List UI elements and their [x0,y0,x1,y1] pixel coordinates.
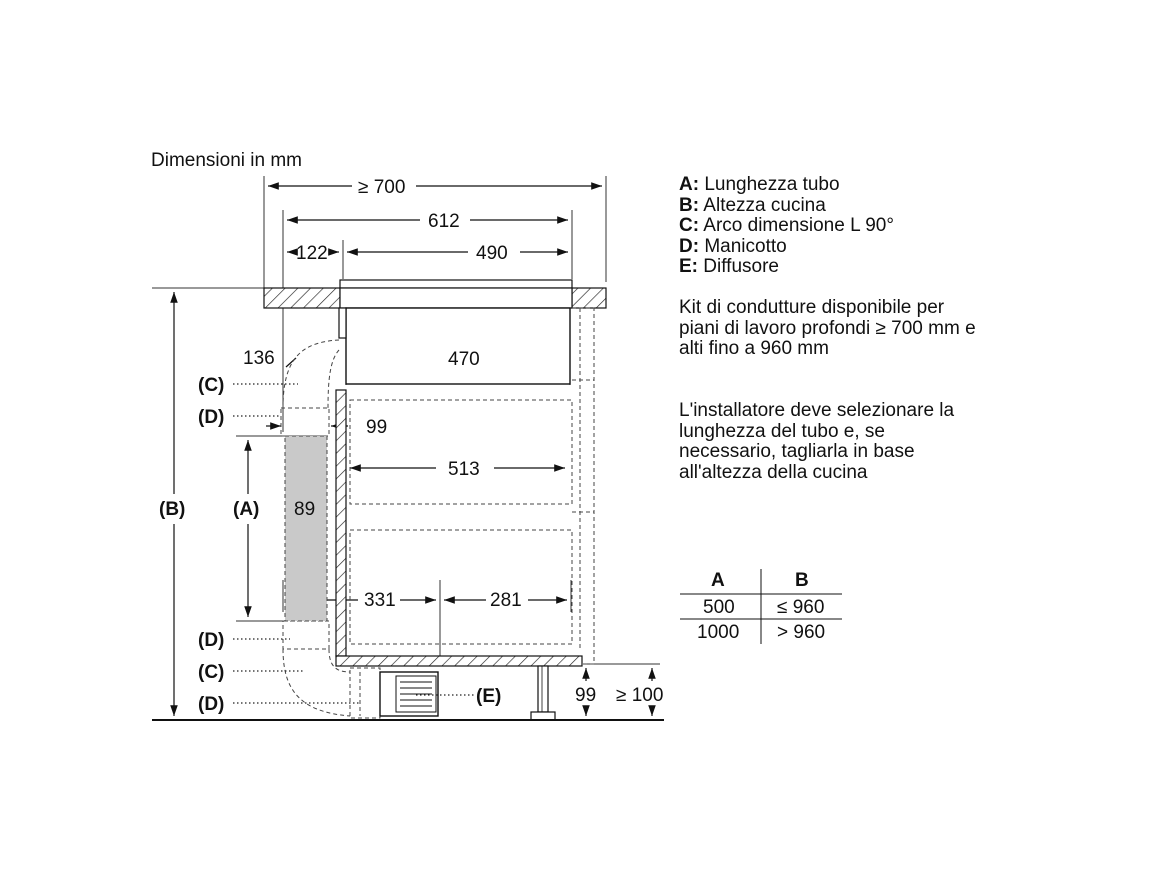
worktop-right [571,287,607,309]
legend-item-a: A: Lunghezza tubo [679,174,840,195]
label-d-lower: (D) [198,694,224,715]
table-cell-a1: 500 [703,597,735,618]
extension-lines [152,176,660,665]
dim-89: 89 [294,499,315,520]
dim-136: 136 [243,348,275,369]
dim-99-plinth: 99 [575,685,596,706]
dim-470: 470 [448,349,480,370]
table-cell-b2: > 960 [777,622,825,643]
dim-99-duct: 99 [366,417,387,438]
label-b: (B) [159,499,185,520]
dim-331: 331 [364,590,396,611]
label-d-upper: (D) [198,407,224,428]
table-cell-a2: 1000 [697,622,739,643]
cabinet [335,307,595,667]
legend-item-c: C: Arco dimensione L 90° [679,215,894,236]
legend-item-e: E: Diffusore [679,256,779,277]
label-c-upper: (C) [198,375,224,396]
dim-122: 122 [296,243,328,264]
legend-item-b: B: Altezza cucina [679,194,826,216]
label-e: (E) [476,686,501,707]
table-header-b: B [795,570,809,591]
leader-lines [233,383,474,704]
label-a: (A) [233,499,259,520]
hob-body [339,287,573,309]
hob-mount-left [338,307,347,339]
diffuser [379,671,439,717]
duct-system [280,339,381,719]
label-d-mid: (D) [198,630,224,651]
dim-281: 281 [490,590,522,611]
legend-item-d: D: Manicotto [679,235,787,257]
hob-unit [345,307,571,385]
hob-glass [339,279,573,289]
cabinet-foot [530,665,556,721]
legend: A: Lunghezza tubo B: Altezza cucina C: A… [679,174,894,278]
dim-min-700: ≥ 700 [358,177,405,198]
dim-513: 513 [448,459,480,480]
dim-min-100: ≥ 100 [616,685,663,706]
diagram-title: Dimensioni in mm [151,150,302,171]
ab-table: A B 500 ≤ 960 1000 > 960 [680,569,842,644]
note-duct-kit: Kit di condutture disponibile per piani … [679,297,976,359]
pipe-a [284,435,328,622]
note-installer: L'installatore deve selezionare la lungh… [679,400,955,483]
dim-490: 490 [476,243,508,264]
label-c-lower: (C) [198,662,224,683]
dim-612: 612 [428,211,460,232]
worktop-left [263,287,341,309]
table-header-a: A [711,570,725,591]
table-cell-b1: ≤ 960 [777,597,824,618]
